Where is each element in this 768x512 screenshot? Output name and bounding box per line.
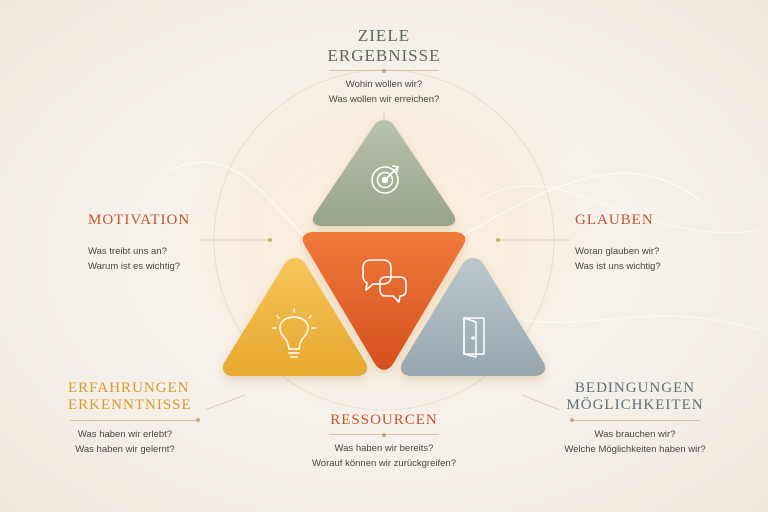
experience-title: ERFAHRUNGEN ERKENNTNISSE xyxy=(40,380,210,415)
conditions-title: BEDINGUNGEN MÖGLICHKEITEN xyxy=(540,380,730,415)
beliefs-question-2: Was ist uns wichtig? xyxy=(575,261,661,273)
resources-block: RESSOURCEN Was haben wir bereits? Worauf… xyxy=(284,412,484,472)
triangle-center xyxy=(302,232,466,370)
conditions-title-line1: BEDINGUNGEN xyxy=(574,380,696,396)
swoosh-line xyxy=(479,185,761,234)
conditions-block: BEDINGUNGEN MÖGLICHKEITEN Was brauchen w… xyxy=(540,380,730,457)
connector-dot xyxy=(268,238,272,242)
experience-title-line1: ERFAHRUNGEN xyxy=(68,380,190,396)
experience-question-1: Was haben wir erlebt? xyxy=(77,428,173,440)
lightbulb-icon xyxy=(272,308,316,358)
goals-block: ZIELE ERGEBNISSE Wohin wollen wir? Was w… xyxy=(284,26,484,107)
beliefs-block: GLAUBEN Woran glauben wir? Was ist uns w… xyxy=(575,212,715,275)
door-icon xyxy=(463,317,485,358)
speech-bubbles-icon xyxy=(362,259,407,303)
goals-question-1: Wohin wollen wir? xyxy=(345,79,423,91)
resources-question-1: Was haben wir bereits? xyxy=(334,443,434,455)
motivation-question-1: Was treibt uns an? xyxy=(88,246,167,258)
goals-question-2: Was wollen wir erreichen? xyxy=(328,94,440,106)
experience-block: ERFAHRUNGEN ERKENNTNISSE Was haben wir e… xyxy=(40,380,210,457)
goals-title: ZIELE ERGEBNISSE xyxy=(284,26,484,65)
resources-question-2: Worauf können wir zurückgreifen? xyxy=(312,458,456,470)
connector-line xyxy=(204,394,246,411)
target-icon xyxy=(371,165,399,194)
conditions-divider xyxy=(570,418,700,422)
swoosh-line xyxy=(519,315,761,331)
goals-title-line1: ZIELE xyxy=(357,26,411,45)
experience-divider xyxy=(70,418,200,422)
connector-dot xyxy=(496,238,500,242)
resources-title: RESSOURCEN xyxy=(330,412,438,428)
resources-divider xyxy=(329,432,439,437)
goals-title-line2: ERGEBNISSE xyxy=(327,45,441,65)
experience-question-2: Was haben wir gelernt? xyxy=(75,443,175,455)
conditions-question-2: Welche Möglichkeiten haben wir? xyxy=(564,443,706,455)
beliefs-question-1: Woran glauben wir? xyxy=(575,246,660,258)
beliefs-title: GLAUBEN xyxy=(575,212,654,228)
motivation-title: MOTIVATION xyxy=(88,212,191,228)
goals-divider xyxy=(329,68,439,73)
motivation-question-2: Warum ist es wichtig? xyxy=(88,261,181,273)
conditions-question-1: Was brauchen wir? xyxy=(594,428,676,440)
motivation-block: MOTIVATION Was treibt uns an? Warum ist … xyxy=(88,212,238,275)
conditions-title-line2: MÖGLICHKEITEN xyxy=(566,397,704,414)
experience-title-line2: ERKENNTNISSE xyxy=(68,397,192,414)
connector-line xyxy=(521,394,561,411)
triangle-right xyxy=(401,258,545,376)
